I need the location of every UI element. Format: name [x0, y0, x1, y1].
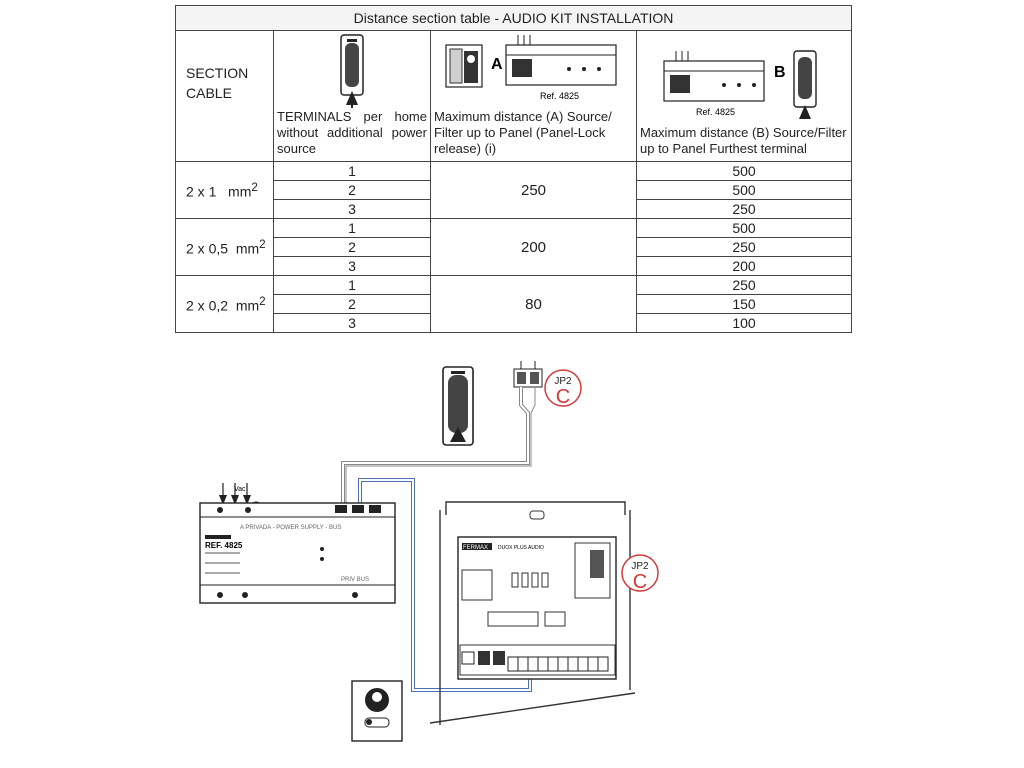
- terminals-header-text: TERMINALS per home without additional po…: [277, 109, 427, 156]
- terminal-cable: [341, 387, 530, 503]
- distance-a-cell: 80: [430, 275, 637, 333]
- distance-b-cell: 500: [635, 218, 853, 238]
- terminals-cell: 2: [273, 180, 431, 200]
- table-title: Distance section table - AUDIO KIT INSTA…: [174, 5, 853, 31]
- panel-to-source-icon: A Ref. 4825: [444, 35, 617, 101]
- cable-unit: mm: [228, 183, 252, 200]
- table-row: 3 100: [176, 313, 853, 333]
- terminals-cell: 1: [273, 275, 431, 295]
- terminals-cell: 1: [273, 218, 431, 238]
- terminals-cell: 1: [273, 161, 431, 181]
- section-cable-header: SECTION CABLE: [175, 30, 274, 162]
- jumper-state: C: [556, 386, 570, 408]
- terminals-cell: 2: [273, 237, 431, 257]
- table-row: 2 x 1 mm2 1 250 500: [175, 161, 853, 219]
- cable-unit: mm: [235, 297, 260, 314]
- cable-value: 2 x 0,2: [186, 297, 229, 314]
- panel-board: FERMAX DUOX PLUS AUDIO: [457, 536, 617, 680]
- jumper-state-2: C: [633, 571, 647, 593]
- table-row: 2 x 0,2 mm2 1 80 250: [175, 275, 853, 333]
- distance-b-cell: 500: [635, 161, 853, 181]
- terminals-cell: 3: [273, 256, 431, 276]
- panel-brand: FERMAX: [463, 545, 488, 551]
- table-row: 2 150: [176, 294, 853, 314]
- handset-terminal: [442, 366, 474, 446]
- table-row: 2 500: [176, 180, 853, 200]
- installation-diagram: JP2 C Vac REF. 4825 A PRIVADA - POWER SU…: [199, 361, 659, 742]
- distance-a-cell: 250: [430, 161, 637, 219]
- terminals-cell: 3: [273, 313, 431, 333]
- distance-b-cell: 250: [635, 237, 853, 257]
- jumper-label-2: JP2: [631, 561, 649, 572]
- cable-section-cell: 2 x 0,2 mm2: [175, 275, 274, 333]
- distance-b-cell: 100: [635, 313, 853, 333]
- section-label: SECTION: [186, 65, 249, 81]
- cable-unit-sup: 2: [259, 294, 266, 308]
- cable-value: 2 x 1: [186, 183, 217, 200]
- terminal-connector: [513, 361, 543, 388]
- psu-bottom-label: PRIV BUS: [341, 577, 369, 583]
- table-row: 2 x 0,5 mm2 1 200 500: [175, 218, 853, 276]
- audio-module: [351, 680, 403, 742]
- distance-a-cell: 200: [430, 218, 637, 276]
- cable-unit: mm: [235, 240, 260, 257]
- terminals-header: TERMINALS per home without additional po…: [273, 30, 431, 162]
- table-row: 2 250: [176, 237, 853, 257]
- power-supply-unit: Vac REF. 4825 A PRIVADA - POWER SUPPLY -…: [199, 483, 396, 604]
- distance-b-cell: 250: [635, 275, 853, 295]
- terminals-cell: 3: [273, 199, 431, 219]
- handset-terminal-icon: [340, 34, 364, 108]
- cable-label: CABLE: [186, 85, 232, 101]
- cable-unit-sup: 2: [251, 180, 258, 194]
- distance-a-header: A Ref. 4825 Maximum distance (A) Source/…: [430, 30, 637, 162]
- source-to-terminal-icon: B Ref. 4825: [663, 50, 817, 119]
- jumper-jp2-indicator: JP2 C: [544, 369, 582, 408]
- cable-unit-sup: 2: [259, 237, 266, 251]
- distance-b-cell: 500: [635, 180, 853, 200]
- distance-b-cell: 250: [635, 199, 853, 219]
- psu-bus-label: A PRIVADA - POWER SUPPLY - BUS: [240, 525, 341, 531]
- ref-b: Ref. 4825: [696, 107, 735, 117]
- table-row: 3 250: [176, 199, 853, 219]
- jumper-jp2-indicator-panel: JP2 C: [621, 554, 659, 593]
- panel-model: DUOX PLUS AUDIO: [498, 545, 544, 551]
- distance-b-cell: 200: [635, 256, 853, 276]
- distance-a-header-text: Maximum distance (A) Source/ Filter up t…: [434, 109, 612, 156]
- vac-label: Vac: [234, 486, 246, 493]
- jumper-label: JP2: [554, 376, 572, 387]
- label-b: B: [774, 64, 786, 81]
- distance-section-table: Distance section table - AUDIO KIT INSTA…: [174, 5, 853, 333]
- ref-a: Ref. 4825: [540, 91, 579, 101]
- distance-b-header: B Ref. 4825 Maximum distance (B) Source/…: [635, 30, 853, 162]
- label-a: A: [491, 56, 503, 73]
- psu-ref: REF. 4825: [205, 541, 243, 550]
- terminals-cell: 2: [273, 294, 431, 314]
- cable-section-cell: 2 x 0,5 mm2: [175, 218, 274, 276]
- distance-table-container: Distance section table - AUDIO KIT INSTA…: [174, 5, 853, 343]
- cable-section-cell: 2 x 1 mm2: [175, 161, 274, 219]
- outdoor-panel-enclosure: [429, 501, 636, 725]
- cable-value: 2 x 0,5: [186, 240, 229, 257]
- distance-b-cell: 150: [635, 294, 853, 314]
- distance-b-header-text: Maximum distance (B) Source/Filter up to…: [640, 125, 847, 156]
